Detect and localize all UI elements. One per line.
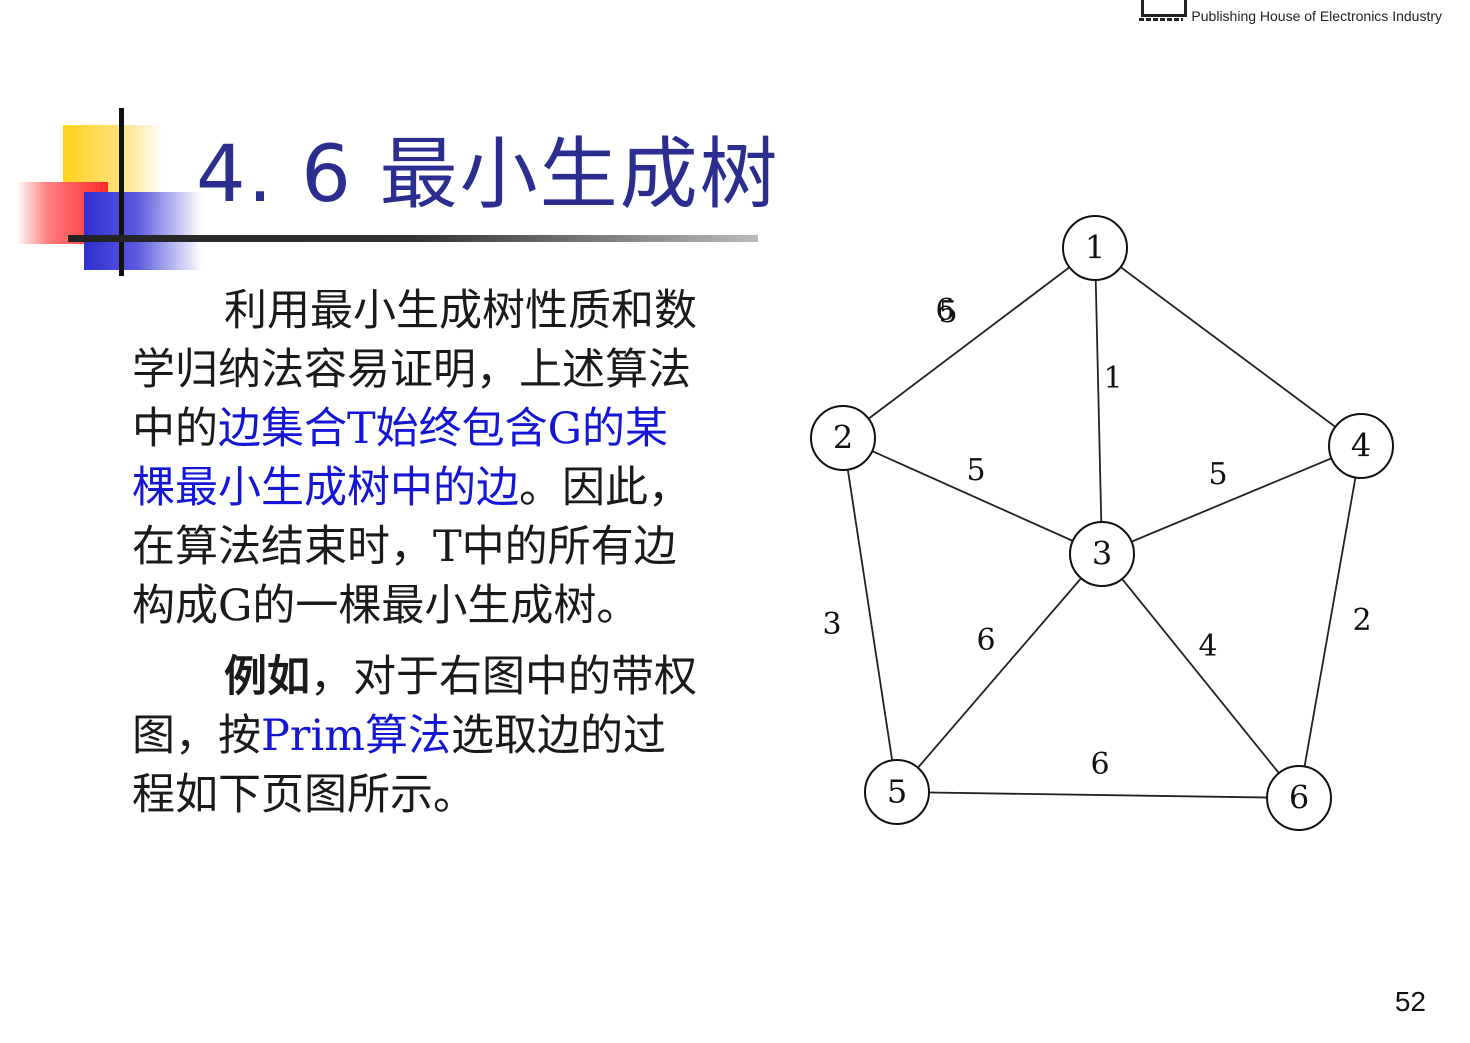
slide-body: 利用最小生成树性质和数学归纳法容易证明，上述算法中的边集合T始终包含G的某棵最小… [132,282,707,825]
edge-weight-3-5: 6 [976,623,995,658]
decoration-vertical-line [119,108,124,276]
title-underline [68,235,758,242]
edge-weight-1-2: 6 [935,293,954,328]
publisher-logo: Publishing House of Electronics Industry [1139,0,1442,30]
node-label: 5 [887,773,907,811]
graph-node-1: 1 [1062,215,1128,281]
edge-weight-3-4: 5 [1208,457,1227,492]
paragraph-example-text: ，对于右图中的带权图，按 [132,652,697,761]
page-number: 52 [1394,986,1426,1017]
highlight-edge-set: 边集合T始终包含G的某棵最小生成树中的边 [132,404,669,513]
edge-1-2 [842,247,1096,439]
example-label: 例如 [224,652,310,702]
edge-1-4 [1094,247,1362,447]
graph-node-4: 4 [1328,413,1394,479]
edge-weight-5-6: 6 [1090,747,1109,782]
graph-node-5: 5 [864,759,930,825]
node-circle [1266,765,1332,831]
edge-3-4 [1101,445,1362,555]
edge-weight-1-3: 1 [1103,361,1122,396]
paragraph-example-end: 选取边的过程如下页图所示。 [132,711,667,820]
node-circle [1069,521,1135,587]
paragraph-proof-text: 利用最小生成树性质和数学归纳法容易证明，上述算法中的 [132,286,697,454]
edge-4-6 [1298,445,1362,799]
paragraph-example: 例如，对于右图中的带权图，按Prim算法选取边的过程如下页图所示。 [132,648,707,825]
slide-title: 4. 6 最小生成树 [196,130,780,220]
graph-node-2: 2 [810,405,876,471]
edge-1-3 [1094,247,1103,555]
node-label: 3 [1092,535,1112,573]
paragraph-proof-conclusion: 。因此，在算法结束时，T中的所有边构成G的一棵最小生成树。 [132,463,691,631]
paragraph-proof: 利用最小生成树性质和数学归纳法容易证明，上述算法中的边集合T始终包含G的某棵最小… [132,282,707,636]
edge-weight-3-6: 4 [1198,629,1217,664]
node-label: 2 [833,419,853,457]
edge-5-6 [896,791,1300,799]
highlight-prim-algorithm: Prim算法 [261,711,452,761]
node-label: 1 [1085,229,1105,267]
publisher-emblem-icon [1139,0,1188,22]
node-circle [1328,413,1394,479]
node-circle [864,759,930,825]
node-label: 4 [1351,427,1371,465]
node-circle [810,405,876,471]
graph-node-6: 6 [1266,765,1332,831]
graph-node-3: 3 [1069,521,1135,587]
edge-weight-1-4: 5 [938,295,957,330]
edge-weight-2-3: 5 [966,453,985,488]
edge-2-3 [842,437,1103,555]
edge-weight-4-6: 2 [1352,603,1371,638]
title-decoration [0,100,220,290]
edge-weight-2-5: 3 [822,607,841,642]
node-circle [1062,215,1128,281]
decoration-blue-square [84,192,202,270]
edge-3-6 [1101,553,1300,799]
publisher-name: Publishing House of Electronics Industry [1191,8,1442,24]
edge-3-5 [896,553,1103,793]
node-label: 6 [1289,779,1309,817]
edge-2-5 [842,437,898,793]
